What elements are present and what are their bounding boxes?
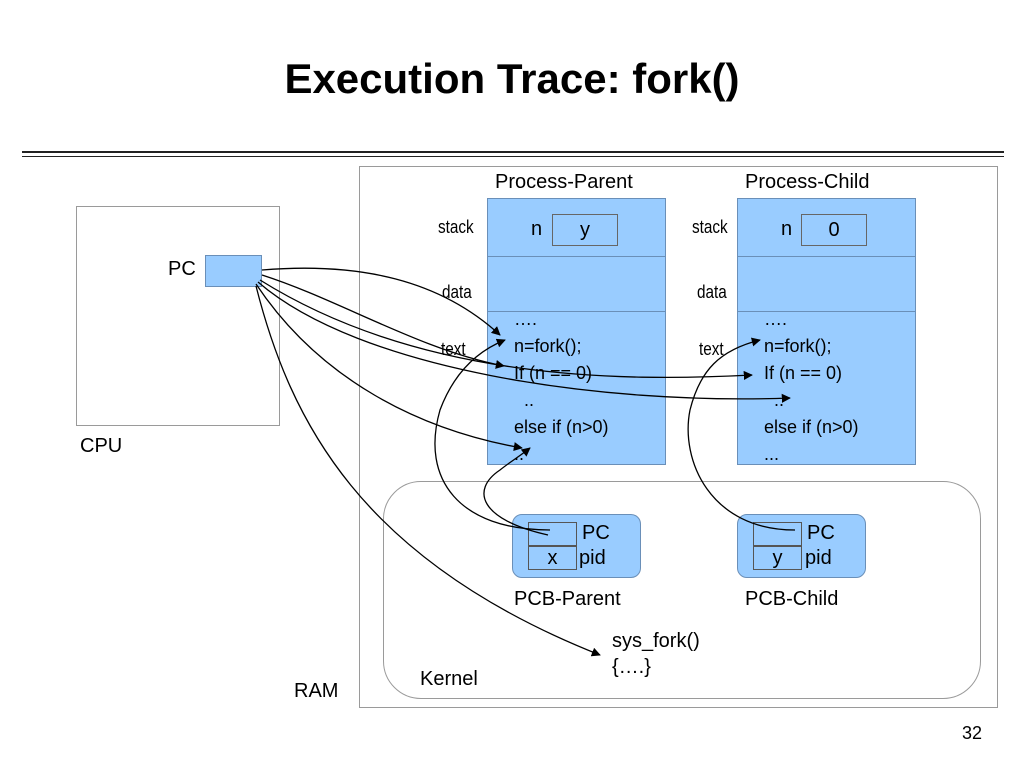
child-data-text-divider (737, 311, 916, 312)
slide-title: Execution Trace: fork() (284, 55, 740, 102)
child-stack-data-divider (737, 256, 916, 257)
pcb-child-pid-label: pid (805, 547, 832, 569)
arrow-pc-to-sys-fork (255, 285, 601, 657)
parent-header: Process-Parent (495, 171, 633, 193)
arrow-pc-to-parent-if (261, 274, 505, 369)
arrow-pc-to-child-dots (257, 281, 791, 403)
pcb-child-pc-label: PC (807, 522, 835, 544)
cpu-pc-label: PC (168, 258, 196, 280)
parent-data-text-divider (487, 311, 666, 312)
child-code-line: n=fork(); (764, 336, 832, 356)
child-code: …. n=fork(); If (n == 0) .. else if (n>0… (764, 306, 859, 468)
kernel-region (383, 481, 981, 699)
arrow-pc-to-parent-fork (261, 267, 501, 336)
parent-code-line: .. (514, 444, 525, 464)
parent-stack-data-divider (487, 256, 666, 257)
child-code-line: ... (764, 444, 780, 464)
arrow-pcb-child-to-fork (687, 337, 796, 531)
page-number: 32 (962, 723, 983, 743)
pcb-parent-pc-label: PC (582, 522, 610, 544)
pcb-parent-pc-cell (528, 522, 577, 546)
title-divider (22, 151, 1004, 153)
parent-data-label: data (442, 282, 472, 302)
arrow-pcb-parent-to-dots (483, 447, 549, 536)
parent-var-value: y (552, 214, 618, 246)
pcb-parent-caption: PCB-Parent (514, 588, 621, 610)
parent-code-line: …. (514, 309, 538, 329)
pcb-child-caption: PCB-Child (745, 588, 839, 610)
child-code-line: else if (n>0) (764, 417, 859, 437)
parent-code-line: else if (n>0) (514, 417, 609, 437)
parent-var-name: n (531, 218, 543, 240)
kernel-label: Kernel (420, 668, 478, 690)
child-data-label: data (697, 282, 727, 302)
arrow-pcb-parent-to-fork (434, 338, 551, 531)
sys-fork-line2: {….} (612, 656, 651, 678)
child-stack-label: stack (692, 217, 728, 237)
child-var-name: n (781, 218, 793, 240)
sys-fork-line1: sys_fork() (612, 630, 700, 652)
arrow-pc-to-child-if (259, 279, 753, 380)
cpu-label: CPU (80, 435, 123, 457)
child-code-line: …. (764, 309, 788, 329)
parent-code-line: .. (514, 390, 535, 410)
child-code-line: If (n == 0) (764, 363, 843, 383)
parent-stack-label: stack (438, 217, 474, 237)
child-code-line: .. (764, 390, 785, 410)
cpu-pc-register (205, 255, 262, 287)
pcb-parent-pid-label: pid (579, 547, 606, 569)
ram-label: RAM (294, 680, 339, 702)
child-text-label: text (699, 339, 724, 359)
parent-code-line: n=fork(); (514, 336, 582, 356)
cpu-box (76, 206, 280, 426)
child-header: Process-Child (745, 171, 870, 193)
title-divider-thin (22, 156, 1004, 157)
child-var-value: 0 (801, 214, 867, 246)
arrow-pc-to-parent-else (255, 283, 523, 452)
pcb-child-pid-cell: y (753, 546, 802, 570)
pcb-parent-pid-cell: x (528, 546, 577, 570)
